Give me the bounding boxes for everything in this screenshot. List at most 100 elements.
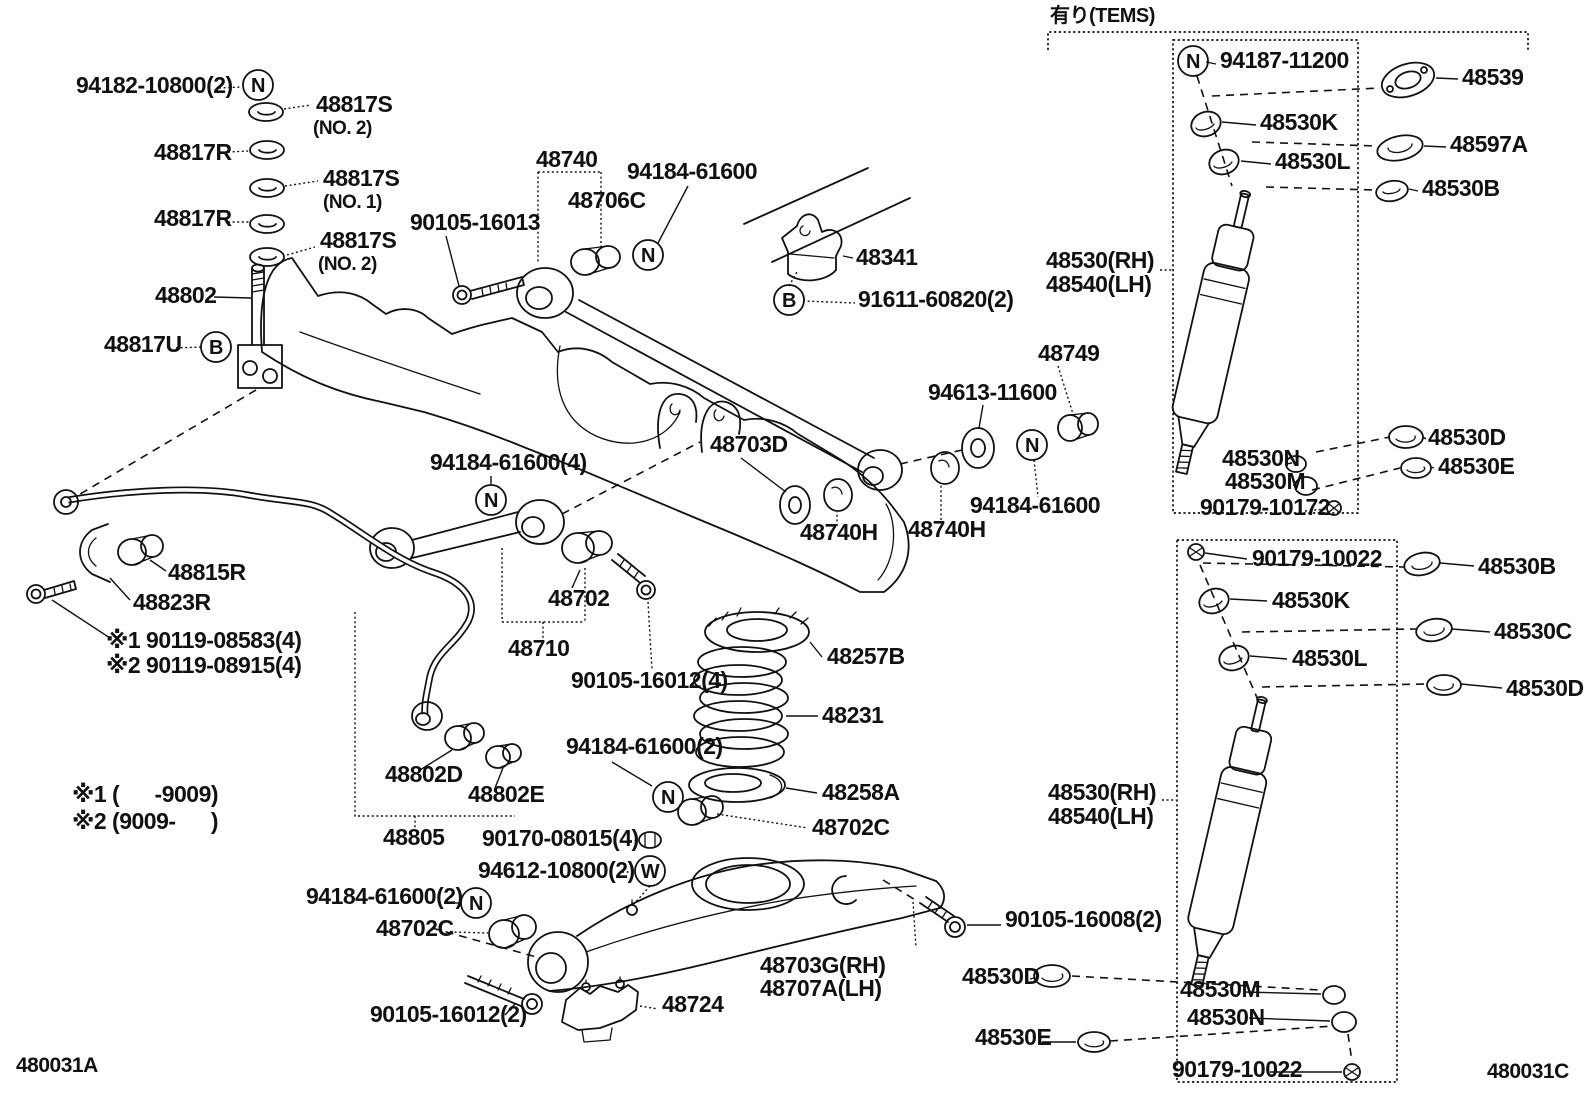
- leader-91611: [802, 300, 856, 304]
- part-label-48817r-b: 48817R: [154, 205, 232, 231]
- callout-circle-n: N: [475, 484, 507, 516]
- part-label-tems-note: 有り(TEMS): [1050, 3, 1155, 27]
- leader-48530e-1: [1430, 466, 1435, 469]
- leader-48530b-2: [1439, 562, 1475, 567]
- bushing-48702c-arm-drawing: [488, 914, 537, 949]
- svg-text:N: N: [641, 245, 655, 267]
- part-label-94184-61600-4: 94184-61600(4): [430, 449, 587, 475]
- leader-48702c-arm: [449, 931, 489, 934]
- svg-text:N: N: [484, 490, 498, 512]
- bracket-48740: [537, 171, 602, 262]
- washer-94613-drawing: [961, 427, 995, 469]
- part-label-48530b-2: 48530B: [1478, 553, 1556, 579]
- axle-beam-drawing: [260, 257, 910, 593]
- part-label-48817r-a: 48817R: [154, 139, 232, 165]
- part-label-48724: 48724: [662, 991, 724, 1017]
- bushing-48702c-spring-drawing: [677, 795, 724, 826]
- leader-90119: [51, 599, 111, 639]
- shock-absorber-2-drawing: [1187, 543, 1361, 1081]
- part-label-48817s-no2-b: 48817S: [320, 227, 396, 253]
- part-label-48540lh-1: 48540(LH): [1046, 271, 1151, 297]
- svg-text:W: W: [641, 861, 660, 883]
- leader-48703d: [740, 457, 787, 493]
- washer-48703d-drawing: [779, 485, 811, 525]
- part-label-94612-10800-2: 94612-10800(2): [478, 857, 635, 883]
- coil-spring-48231-drawing: [693, 646, 789, 768]
- bushing-48802d-drawing: [444, 722, 485, 751]
- bracket-48823r-drawing: [79, 523, 111, 583]
- support-48539-drawing: [1380, 61, 1436, 99]
- bolt-90119-drawing: [26, 580, 77, 604]
- leader-48530b-1: [1408, 188, 1419, 192]
- part-label-90170-08015-4: 90170-08015(4): [482, 825, 639, 851]
- bracket-48710: [501, 548, 586, 638]
- leader-48815r: [149, 559, 167, 572]
- cushion-48530e-1-drawing: [1400, 457, 1432, 479]
- leader-w-washer: [633, 885, 651, 905]
- part-label-94184-61600-top: 94184-61600: [627, 158, 757, 184]
- part-label-48530c: 48530C: [1494, 618, 1572, 644]
- leader-94613: [978, 404, 984, 429]
- leader-48257b: [809, 641, 823, 658]
- part-label-48749: 48749: [1038, 340, 1099, 366]
- callout-circle-w: W: [634, 855, 666, 887]
- part-label-48530k-2: 48530K: [1272, 587, 1350, 613]
- leader-90105-16012-4: [647, 601, 653, 671]
- part-label-48539: 48539: [1462, 64, 1523, 90]
- part-label-note2-range: ※2 (9009- ): [72, 808, 218, 834]
- bolt-90105-16012-4-drawing: [611, 553, 656, 600]
- stabilizer-bar-drawing: [53, 486, 475, 731]
- part-label-48710: 48710: [508, 635, 569, 661]
- part-label-48702: 48702: [548, 585, 609, 611]
- callout-circle-n: N: [1016, 429, 1048, 461]
- part-label-48740h-a: 48740H: [800, 519, 878, 545]
- svg-text:B: B: [782, 290, 796, 312]
- part-label-48597a: 48597A: [1450, 131, 1528, 157]
- part-label-91611-60820-2: 91611-60820(2): [858, 286, 1013, 312]
- leader-48539: [1435, 77, 1459, 80]
- part-label-48530k-1: 48530K: [1260, 109, 1338, 135]
- part-label-48817s-no1-sub: (NO. 1): [323, 192, 382, 213]
- callout-circle-n: N: [460, 887, 492, 919]
- spring-seat-48258a-drawing: [688, 767, 786, 803]
- leader-48749: [1057, 365, 1074, 415]
- bracket-48724-drawing: [561, 976, 639, 1043]
- shock-absorber-box-1: [1172, 39, 1359, 514]
- part-label-48802d: 48802D: [385, 761, 463, 787]
- bushing-48740h-a-drawing: [823, 478, 853, 512]
- assembly-dash-arm-rear: [882, 879, 918, 902]
- part-label-90179-10022-bottom: 90179-10022: [1172, 1056, 1302, 1082]
- part-label-48740: 48740: [536, 146, 597, 172]
- part-label-94184-61600-2-arm: 94184-61600(2): [306, 883, 463, 909]
- callout-circle-n: N: [242, 69, 274, 101]
- callout-circle-n: N: [632, 239, 664, 271]
- shock-absorber-box-2: [1176, 539, 1398, 1083]
- part-label-94182-10800-2: 94182-10800(2): [76, 72, 233, 98]
- part-label-48530m-1: 48530M: [1225, 468, 1305, 494]
- part-label-48702c-spring: 48702C: [812, 814, 890, 840]
- svg-text:N: N: [251, 75, 265, 97]
- shock-1-leaders: [1160, 61, 1401, 512]
- part-label-48702c-arm: 48702C: [376, 915, 454, 941]
- part-label-48530e-2: 48530E: [975, 1024, 1051, 1050]
- leader-90105-16012-2: [504, 1003, 516, 1016]
- part-label-note2-bolt: ※2 90119-08915(4): [106, 652, 301, 678]
- part-label-94184-61600-mid: 94184-61600: [970, 492, 1100, 518]
- leader-48341: [842, 255, 854, 259]
- part-label-48530e-1: 48530E: [1438, 453, 1514, 479]
- leader-48597a: [1423, 145, 1447, 148]
- shock-2-leaders: [1029, 552, 1427, 1073]
- leader-90170: [629, 839, 639, 842]
- stabilizer-link-cushion-stack-drawing: [248, 102, 285, 267]
- spring-seat-48257b-drawing: [704, 607, 810, 653]
- part-label-48257b: 48257B: [827, 643, 905, 669]
- svg-text:N: N: [661, 787, 675, 809]
- part-label-48530n-2: 48530N: [1187, 1004, 1265, 1030]
- lateral-rod-48740-drawing: [516, 245, 903, 491]
- leader-94184-top: [657, 185, 689, 244]
- bolt-90105-16012-2-drawing: [464, 975, 543, 1015]
- part-label-90179-10022-top: 90179-10022: [1252, 545, 1382, 571]
- bushing-48802e-drawing: [485, 743, 522, 769]
- stabilizer-link-drawing: [237, 263, 283, 389]
